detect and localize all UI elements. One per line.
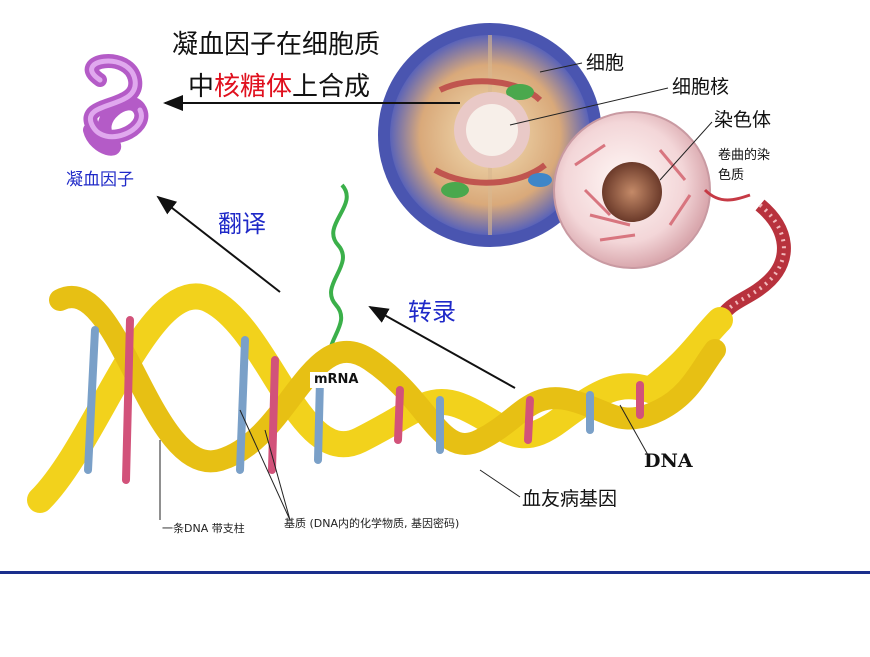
label-bases: 基质 (DNA内的化学物质, 基因密码): [284, 517, 460, 530]
leader-lines: [159, 62, 713, 521]
title-line-1: 凝血因子在细胞质: [172, 30, 381, 60]
label-clotting-factor: 凝血因子: [66, 170, 134, 190]
label-chromatin-line2: 色质: [718, 168, 745, 183]
footer-rule: [0, 571, 870, 574]
label-transcription: 转录: [408, 298, 456, 326]
title-line-2-pre: 中: [188, 72, 215, 102]
title-line-2: 中核糖体上合成: [188, 72, 370, 103]
label-mrna: mRNA: [310, 372, 363, 388]
arrow-transcription: [368, 306, 516, 389]
ribosome-highlight: 核糖体: [214, 72, 293, 102]
mrna-strand: [327, 183, 349, 367]
cell-illustration: [378, 23, 602, 247]
title-line-2-post: 上合成: [292, 72, 371, 102]
label-chromatin-line1: 卷曲的染: [718, 148, 771, 163]
label-hemophilia-gene: 血友病基因: [522, 488, 618, 510]
dna-helix: [27, 283, 733, 513]
label-dna-strand: 一条DNA 带支柱: [162, 522, 245, 535]
label-cell: 细胞: [586, 52, 625, 74]
label-nucleus: 细胞核: [672, 76, 730, 98]
nucleus-illustration: [553, 111, 711, 269]
arrow-translation: [156, 195, 281, 293]
clotting-factor-protein-icon: [83, 54, 149, 156]
label-chromosome: 染色体: [714, 109, 772, 131]
label-translation: 翻译: [218, 210, 266, 238]
label-dna: DNA: [644, 450, 693, 472]
